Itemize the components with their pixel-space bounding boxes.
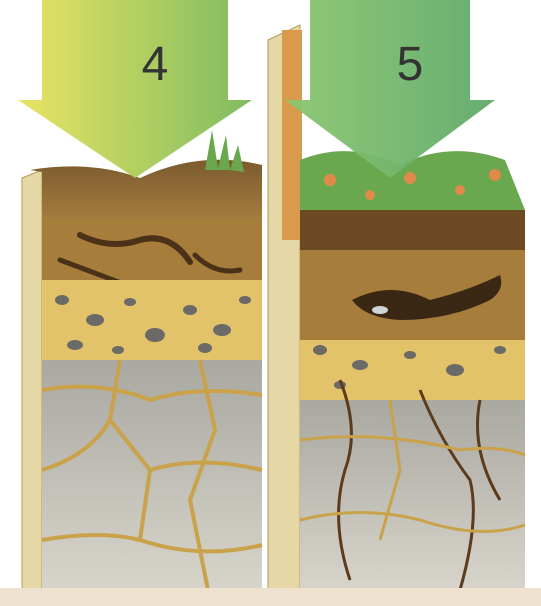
arrow-4: 4 — [18, 0, 252, 178]
bottom-strip — [0, 588, 541, 606]
block-4-side-face — [22, 170, 42, 600]
block-4-grass — [205, 130, 244, 172]
block-5-subsoil-layer — [300, 340, 525, 400]
block-5-bedrock — [300, 400, 525, 600]
block-5-burrow-eye — [372, 306, 388, 314]
arrow-4-shape — [18, 0, 252, 178]
block-5-trunk — [282, 30, 302, 240]
arrow-5-label: 5 — [397, 38, 424, 91]
arrow-4-label: 4 — [142, 38, 169, 91]
soil-block-4 — [22, 130, 262, 600]
block-4-bedrock — [42, 360, 262, 600]
